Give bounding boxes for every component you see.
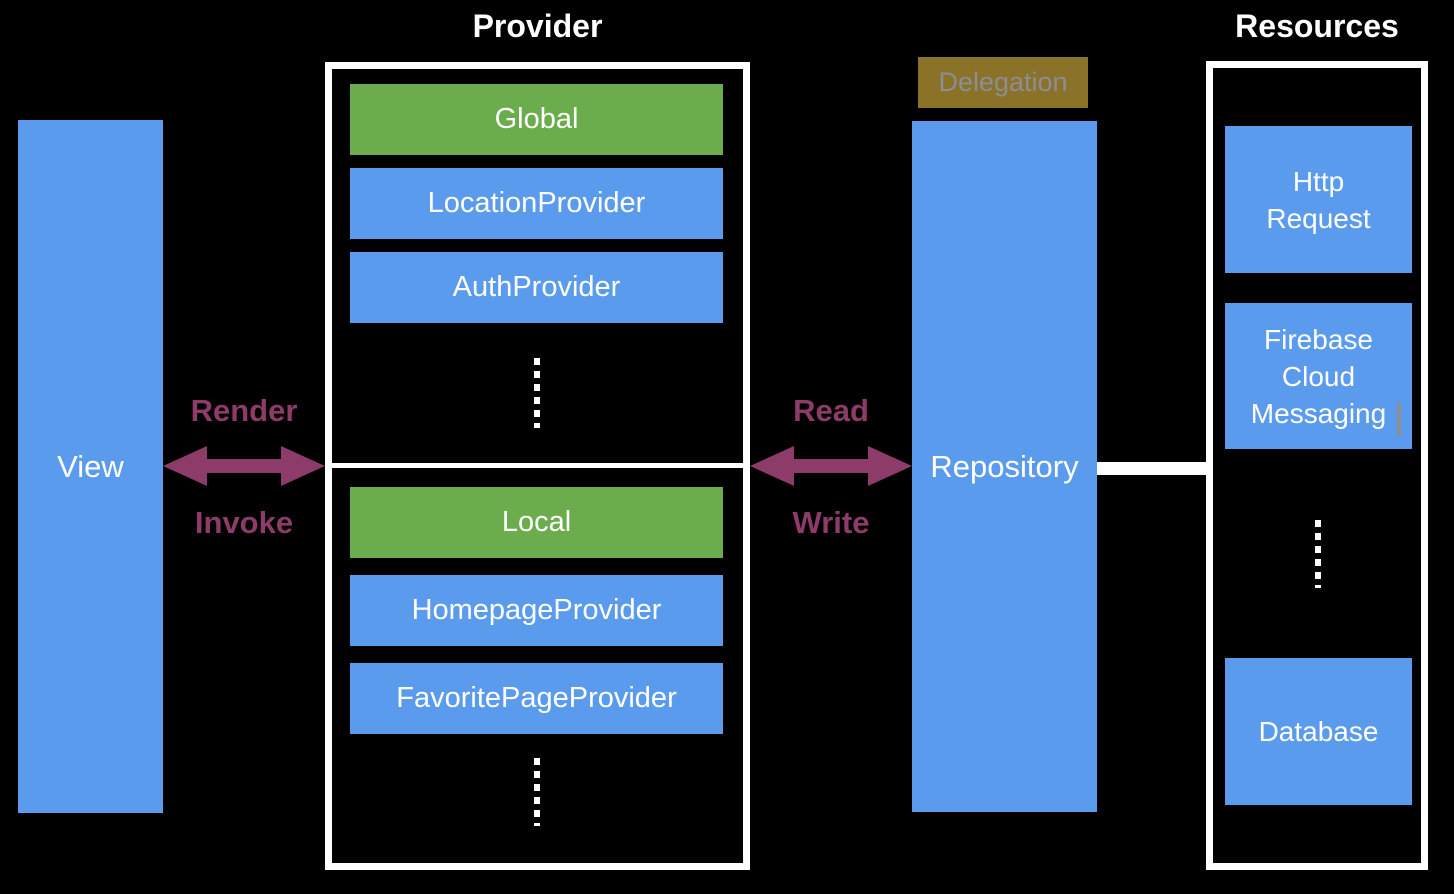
- provider-item-label: HomepageProvider: [411, 594, 662, 626]
- provider-item-label: AuthProvider: [452, 271, 621, 303]
- provider-item-label: FavoritePageProvider: [396, 682, 677, 714]
- view-label: View: [57, 448, 124, 484]
- repository-box: Repository: [912, 121, 1097, 812]
- provider-item-authprovider: AuthProvider: [350, 252, 723, 323]
- ellipsis-dots-local: [534, 758, 540, 826]
- read-label: Read: [793, 393, 869, 428]
- provider-global-header: Global: [350, 84, 723, 155]
- render-invoke-arrow-icon: [163, 446, 325, 486]
- invoke-label: Invoke: [194, 505, 294, 540]
- resources-title: Resources: [1235, 8, 1399, 44]
- provider-item-locationprovider: LocationProvider: [350, 168, 723, 239]
- read-write-arrow-icon: [750, 446, 912, 486]
- provider-item-homepageprovider: HomepageProvider: [350, 575, 723, 646]
- provider-divider: [332, 463, 743, 468]
- resource-label-line: Request: [1266, 202, 1371, 234]
- resources-frame: Http Request Firebase Cloud Messaging Da…: [1206, 61, 1428, 870]
- repository-label: Repository: [930, 448, 1079, 484]
- provider-item-label: LocationProvider: [427, 187, 646, 219]
- ellipsis-dots-global: [534, 358, 540, 428]
- resource-http-request: Http Request: [1225, 126, 1412, 273]
- text-cursor: [1397, 403, 1401, 436]
- delegation-label: Delegation: [938, 67, 1068, 97]
- provider-global-header-label: Global: [494, 103, 579, 135]
- repository-resources-connector: [1097, 462, 1209, 475]
- provider-local-header-label: Local: [501, 506, 572, 538]
- resource-label-line: Database: [1258, 716, 1379, 747]
- resource-label-line: Messaging: [1250, 397, 1387, 429]
- provider-title: Provider: [472, 8, 603, 44]
- resource-database: Database: [1225, 658, 1412, 805]
- provider-item-favoritepageprovider: FavoritePageProvider: [350, 663, 723, 734]
- delegation-tag: Delegation: [918, 57, 1088, 108]
- provider-local-header: Local: [350, 487, 723, 558]
- provider-frame: Global LocationProvider AuthProvider Loc…: [325, 62, 750, 870]
- resource-label-line: Firebase: [1264, 323, 1373, 355]
- resource-label-line: Http: [1292, 165, 1345, 197]
- render-label: Render: [190, 393, 298, 428]
- view-box: View: [18, 120, 163, 813]
- resource-label-line: Cloud: [1281, 360, 1356, 392]
- ellipsis-dots-resources: [1315, 520, 1321, 588]
- write-label: Write: [792, 505, 870, 540]
- resource-firebase-cloud-messaging: Firebase Cloud Messaging: [1225, 303, 1412, 449]
